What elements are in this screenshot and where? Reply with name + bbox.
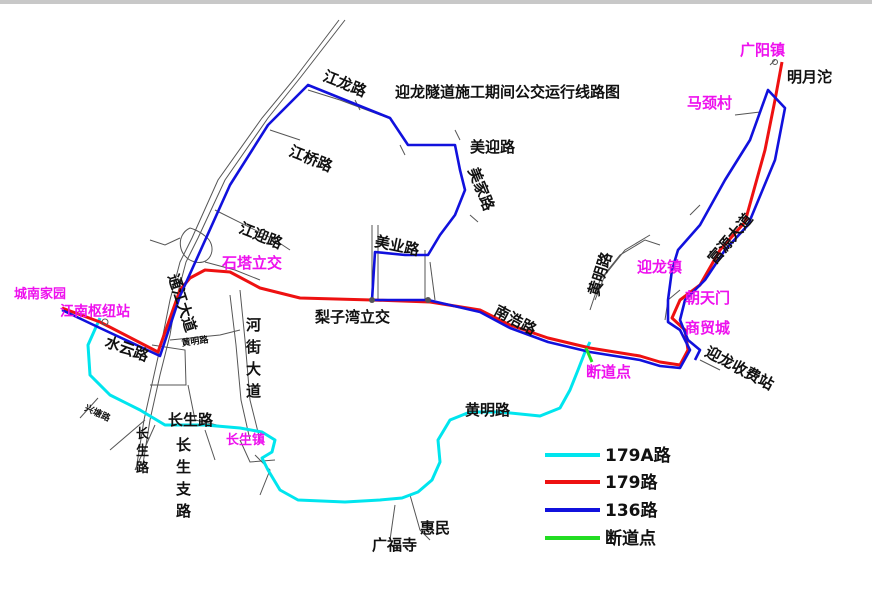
road-label-nanhao: 南浩路 [491,302,540,339]
road-label-jiangqiao: 江桥路 [287,142,336,176]
place-label-lizi-wan: 梨子湾立交 [314,308,390,326]
interchange-marker [425,297,431,303]
road-label-xingtang: 兴塘路 [83,402,113,425]
road-label-hejie-vertical: 河街大道 [245,316,261,400]
road-label-fumin: 富源大道 [704,210,756,268]
legend-label-break: 断道点 [605,528,656,549]
place-label-guangfu-temple: 广福寺 [372,536,417,554]
place-label-jiangnan-hub: 江南枢纽站 [60,303,130,320]
magenta-labels: 广阳镇 马颈村 迎龙镇 朝天门 商贸城 断道点 石塔立交 城南家园 江南枢纽站 … [14,41,785,448]
place-label-chengnan: 城南家园 [14,286,66,302]
place-label-chaotianmen-2: 商贸城 [685,319,730,337]
interchange-marker [369,297,375,303]
legend-labels: 179A路 179路 136路 断道点 [605,445,672,549]
route-136-line [61,83,787,370]
road-label-huangming-south: 黄明路 [465,401,511,419]
route-179-line [61,61,784,367]
place-label-yinglong-toll: 迎龙收费站 [702,343,777,394]
place-label-yinglong: 迎龙镇 [637,258,682,276]
road-label-jiangying: 江迎路 [237,219,286,253]
legend-label-136: 136路 [605,500,658,521]
road-network [79,19,776,541]
legend-label-179a: 179A路 [605,445,672,466]
place-label-guangyang: 广阳镇 [740,41,785,59]
road-label-meiying: 美迎路 [470,138,516,156]
map-title: 迎龙隧道施工期间公交运行线路图 [395,83,620,101]
place-label-majing: 马颈村 [687,94,732,112]
legend-lines [545,453,600,540]
break-point-segment [584,347,594,363]
road-label-huangming-small: 黄明路 [181,333,210,349]
window-top-edge [0,0,872,4]
road-label-huangming-east: 黄明路 [585,249,616,298]
place-label-mingyuetuo: 明月沱 [787,68,832,86]
place-label-huimin: 惠民 [420,519,450,537]
road-label-changsheng-branch: 长生支路 [175,436,192,520]
hub-marker [101,318,109,326]
place-label-shita: 石塔立交 [221,254,282,272]
place-label-changsheng: 长生镇 [226,432,265,448]
end-marker [772,59,778,65]
place-label-duandao: 断道点 [586,363,631,381]
road-label-meijia: 美家路 [464,165,498,214]
place-label-chaotianmen-1: 朝天门 [685,289,730,307]
legend-label-179: 179路 [605,472,658,493]
road-labels: 江龙路 江桥路 江迎路 美迎路 美家路 美业路 梨子湾立交 南浩路 黄明路 黄明… [103,67,832,554]
road-label-changsheng-left: 长生路 [136,426,150,476]
road-label-changsheng: 长生路 [168,411,214,429]
route-179a-line [86,317,592,504]
